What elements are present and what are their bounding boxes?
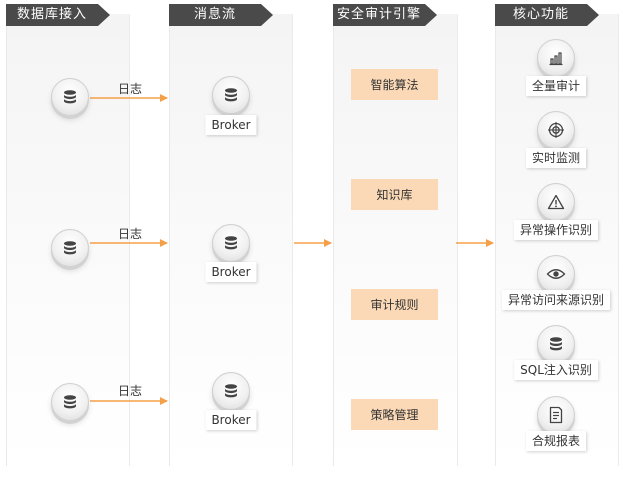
- function-full-audit: [537, 39, 575, 77]
- crosshair-icon: [548, 122, 564, 138]
- database-source-3: [51, 383, 89, 421]
- function-sql-injection: [537, 325, 575, 363]
- warning-icon: [547, 194, 565, 210]
- database-icon: [64, 90, 76, 104]
- broker-label-3: Broker: [205, 410, 257, 430]
- engine-item-smart-algorithm: 智能算法: [351, 69, 438, 100]
- database-icon: [64, 241, 76, 255]
- function-compliance-report: [537, 396, 575, 434]
- broker-node-2: [212, 224, 250, 262]
- log-label-3: 日志: [118, 384, 143, 398]
- eye-icon: [546, 269, 566, 279]
- broker-label-1: Broker: [205, 115, 257, 135]
- database-icon: [64, 395, 76, 409]
- column-header-message-stream: 消息流: [169, 4, 273, 26]
- engine-item-knowledge-base: 知识库: [351, 179, 438, 210]
- database-icon: [225, 236, 237, 250]
- bar-chart-icon: [549, 52, 563, 66]
- engine-item-audit-rules: 审计规则: [351, 289, 438, 320]
- database-icon: [550, 337, 562, 351]
- column-header-security-engine: 安全审计引擎: [333, 4, 437, 26]
- function-label-full-audit: 全量审计: [525, 76, 587, 96]
- function-label-abnormal-access-source: 异常访问来源识别: [501, 290, 611, 310]
- engine-item-policy-management: 策略管理: [351, 399, 438, 430]
- log-label-1: 日志: [118, 82, 143, 96]
- database-icon: [225, 88, 237, 102]
- column-header-db-access: 数据库接入: [6, 4, 110, 26]
- function-label-abnormal-operation: 异常操作识别: [513, 220, 599, 240]
- database-icon: [225, 384, 237, 398]
- log-label-2: 日志: [118, 227, 143, 241]
- function-label-sql-injection: SQL注入识别: [514, 360, 598, 380]
- document-icon: [549, 406, 563, 424]
- database-source-1: [51, 78, 89, 116]
- broker-node-1: [212, 76, 250, 114]
- function-realtime-monitor: [537, 111, 575, 149]
- function-abnormal-operation: [537, 183, 575, 221]
- function-label-compliance-report: 合规报表: [525, 431, 587, 451]
- broker-node-3: [212, 372, 250, 410]
- column-header-core-functions: 核心功能: [495, 4, 599, 26]
- broker-label-2: Broker: [205, 262, 257, 282]
- database-source-2: [51, 229, 89, 267]
- function-abnormal-access-source: [537, 255, 575, 293]
- function-label-realtime-monitor: 实时监测: [525, 148, 587, 168]
